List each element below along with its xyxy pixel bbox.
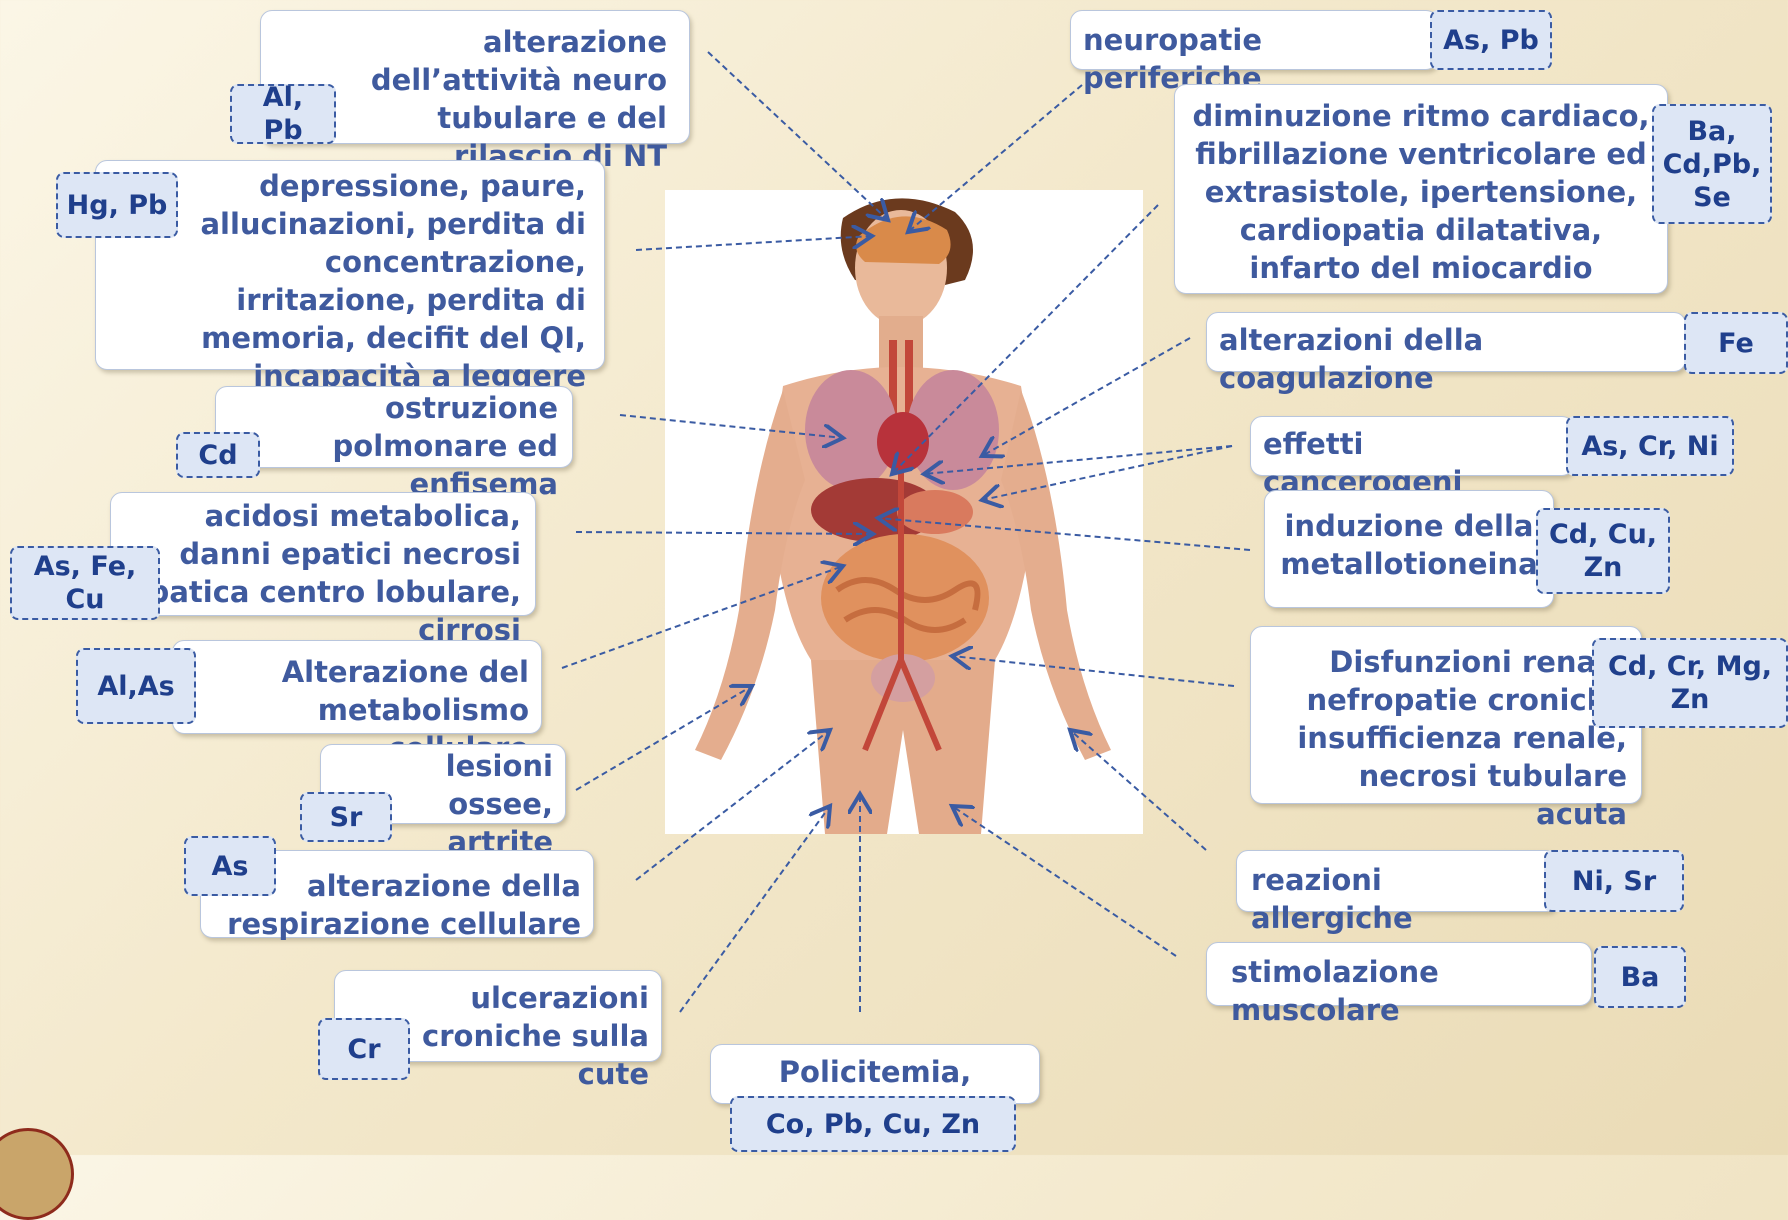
- arrow-muscolare: [952, 806, 1176, 956]
- arrow-cardiaco: [892, 205, 1158, 474]
- tag-ulcerazioni: Cr: [318, 1018, 410, 1080]
- box-policitemia: Policitemia, anemia: [710, 1044, 1040, 1104]
- tag-cancerogeni: As, Cr, Ni: [1566, 416, 1734, 476]
- tag-polmonare: Cd: [176, 432, 260, 478]
- box-renali: Disfunzioni renali, nefropatie croniche …: [1250, 626, 1642, 804]
- arrow-cancerogeni-1: [924, 446, 1232, 474]
- tag-metallotioneina: Cd, Cu, Zn: [1536, 508, 1670, 594]
- box-neuropatie: neuropatie periferiche: [1070, 10, 1438, 70]
- arrow-cancerogeni-2: [982, 446, 1232, 500]
- arrow-respirazione: [636, 730, 830, 880]
- arrow-metallotioneina: [878, 518, 1250, 550]
- arrow-ulcerazioni: [680, 806, 830, 1012]
- arrow-renali: [952, 656, 1234, 686]
- arrow-polmonare: [620, 415, 843, 438]
- tag-lesioni: Sr: [300, 792, 392, 842]
- tag-policitemia: Co, Pb, Cu, Zn: [730, 1096, 1016, 1152]
- box-polmonare: ostruzione polmonare ed enfisema: [215, 386, 573, 468]
- box-acidosi: acidosi metabolica, danni epatici necros…: [110, 492, 536, 616]
- box-cardiaco: diminuzione ritmo cardiaco, fibrillazion…: [1174, 84, 1668, 294]
- arrow-lesioni: [576, 686, 752, 790]
- tag-acidosi: As, Fe, Cu: [10, 546, 160, 620]
- tag-allergiche: Ni, Sr: [1544, 850, 1684, 912]
- arrow-depressione: [636, 236, 872, 250]
- tag-cardiaco: Ba, Cd,Pb, Se: [1652, 104, 1772, 224]
- tag-muscolare: Ba: [1594, 946, 1686, 1008]
- tag-metabolismo: Al,As: [76, 648, 196, 724]
- tag-depressione: Hg, Pb: [56, 172, 178, 238]
- tag-neuro-tubulare: Al, Pb: [230, 84, 336, 144]
- arrow-metabolismo: [562, 566, 843, 668]
- arrow-coagulazione: [982, 338, 1190, 456]
- box-metabolismo: Alterazione del metabolismo cellulare: [172, 640, 542, 734]
- box-coagulazione: alterazioni della coagulazione: [1206, 312, 1686, 372]
- tag-neuropatie: As, Pb: [1430, 10, 1552, 70]
- arrow-neuropatie: [908, 85, 1082, 232]
- tag-renali: Cd, Cr, Mg, Zn: [1592, 638, 1788, 728]
- box-metallotioneina: induzione della metallotioneina: [1264, 490, 1554, 608]
- arrow-allergiche: [1070, 730, 1206, 850]
- tag-respirazione: As: [184, 836, 276, 896]
- box-cancerogeni: effetti cancerogeni: [1250, 416, 1574, 476]
- tag-coagulazione: Fe: [1684, 312, 1788, 374]
- box-muscolare: stimolazione muscolare: [1206, 942, 1592, 1006]
- arrow-neuro-tubulare: [708, 52, 888, 220]
- box-allergiche: reazioni allergiche: [1236, 850, 1558, 912]
- arrow-acidosi: [576, 532, 873, 534]
